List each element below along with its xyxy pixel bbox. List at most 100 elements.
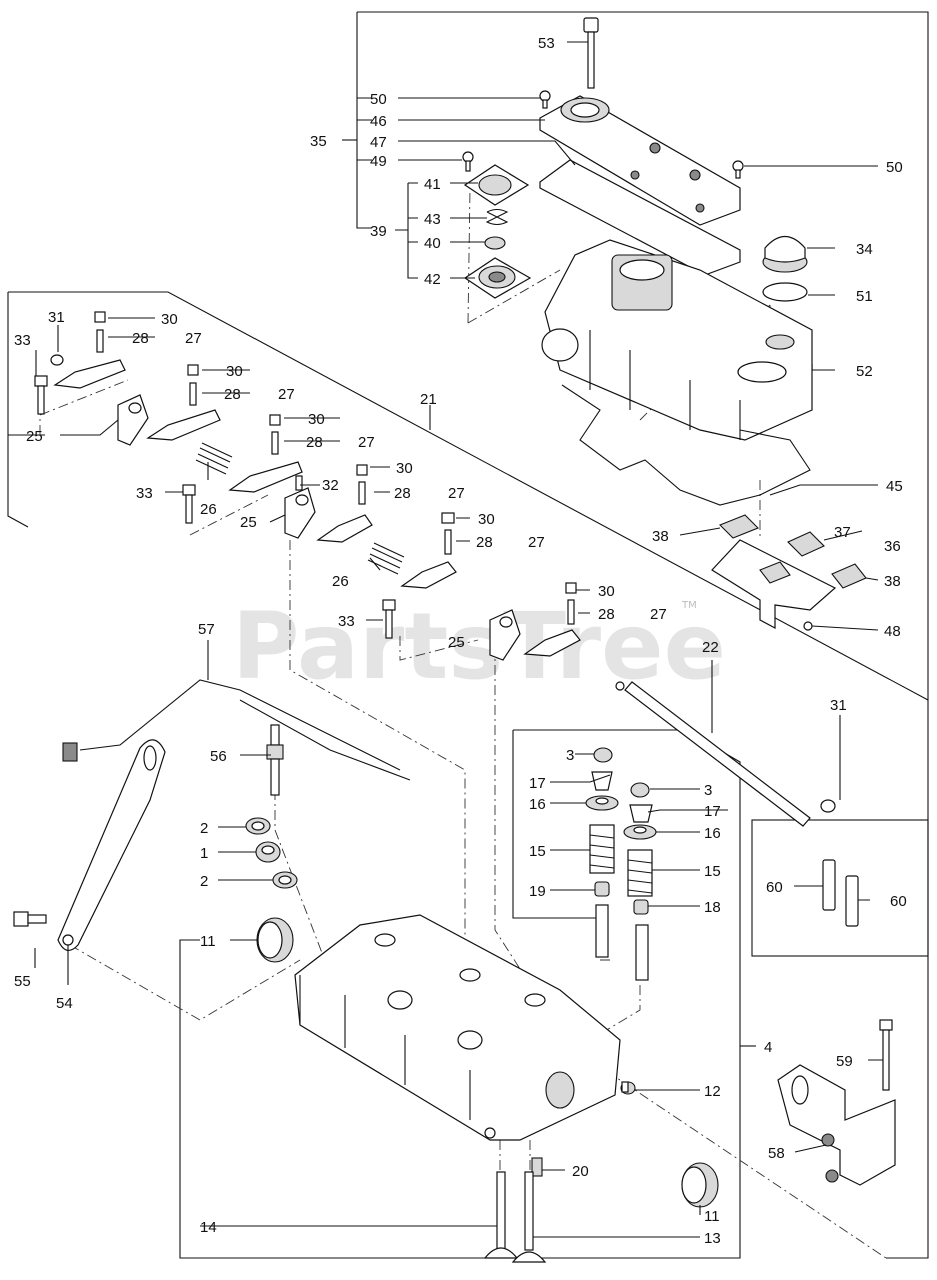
retainer-16b bbox=[623, 824, 657, 840]
callout-58: 58 bbox=[768, 1145, 785, 1162]
glow-plug-harness-57 bbox=[62, 679, 411, 781]
callout-55: 55 bbox=[14, 973, 31, 990]
callout-51: 51 bbox=[856, 288, 873, 305]
callout-20: 20 bbox=[572, 1163, 589, 1180]
callout-57: 57 bbox=[198, 621, 215, 638]
plug-11a bbox=[256, 917, 294, 963]
callout-11: 11 bbox=[200, 933, 216, 950]
bolt-33c bbox=[382, 599, 396, 639]
bolt-33a bbox=[34, 375, 48, 415]
spring-43 bbox=[485, 208, 509, 226]
cover-group-frame bbox=[357, 11, 929, 1259]
guide-60r bbox=[635, 924, 649, 981]
callout-22: 22 bbox=[702, 639, 719, 656]
cylinder-head bbox=[294, 914, 621, 1141]
callout-15: 15 bbox=[529, 843, 546, 860]
callout-49: 49 bbox=[370, 153, 387, 170]
callout-52: 52 bbox=[856, 363, 873, 380]
callout-50: 50 bbox=[370, 91, 387, 108]
callout-28: 28 bbox=[598, 606, 615, 623]
callout-34: 34 bbox=[856, 241, 873, 258]
oil-cap-34 bbox=[762, 235, 808, 273]
callout-3: 3 bbox=[566, 747, 574, 764]
screw-50a bbox=[539, 90, 551, 109]
rocker-arm-27b bbox=[146, 364, 221, 441]
bolt-33b bbox=[182, 484, 196, 524]
callout-38: 38 bbox=[652, 528, 669, 545]
callout-36: 36 bbox=[884, 538, 901, 555]
callout-35: 35 bbox=[310, 133, 327, 150]
callout-40: 40 bbox=[424, 235, 441, 252]
callout-28: 28 bbox=[476, 534, 493, 551]
seal-2a bbox=[245, 817, 271, 835]
valve-guide-inset bbox=[751, 819, 929, 957]
callout-19: 19 bbox=[529, 883, 546, 900]
callout-12: 12 bbox=[704, 1083, 721, 1100]
lifting-bracket-54 bbox=[57, 739, 166, 951]
callout-26: 26 bbox=[200, 501, 217, 518]
seal-51 bbox=[762, 282, 808, 302]
callout-43: 43 bbox=[424, 211, 441, 228]
callout-31: 31 bbox=[48, 309, 65, 326]
screw-48 bbox=[803, 621, 813, 631]
rocker-arm-27d bbox=[316, 464, 373, 543]
pad-37 bbox=[787, 531, 825, 557]
plug-32 bbox=[295, 475, 303, 491]
callout-33: 33 bbox=[338, 613, 355, 630]
glow-plug-56 bbox=[266, 724, 284, 796]
callout-42: 42 bbox=[424, 271, 441, 288]
plug-11b bbox=[681, 1162, 719, 1208]
callout-27: 27 bbox=[278, 386, 295, 403]
callout-39: 39 bbox=[370, 223, 387, 240]
callout-45: 45 bbox=[886, 478, 903, 495]
collet-17a bbox=[591, 771, 613, 791]
callout-27: 27 bbox=[358, 434, 375, 451]
callout-32: 32 bbox=[322, 477, 339, 494]
callout-50: 50 bbox=[886, 159, 903, 176]
callout-33: 33 bbox=[14, 332, 31, 349]
callout-17: 17 bbox=[704, 803, 721, 820]
rocker-support-25c bbox=[489, 609, 521, 661]
callout-28: 28 bbox=[306, 434, 323, 451]
spring-15b bbox=[627, 849, 653, 897]
callout-25: 25 bbox=[240, 514, 257, 531]
callout-60: 60 bbox=[766, 879, 783, 896]
callout-15: 15 bbox=[704, 863, 721, 880]
callout-27: 27 bbox=[650, 606, 667, 623]
callout-31: 31 bbox=[830, 697, 847, 714]
callout-27: 27 bbox=[528, 534, 545, 551]
watermark-text: PartsTree bbox=[232, 593, 726, 700]
callout-2: 2 bbox=[200, 873, 208, 890]
seal-1 bbox=[255, 841, 281, 863]
spring-26a bbox=[195, 442, 233, 475]
rocker-arm-27f bbox=[523, 582, 581, 657]
callout-3: 3 bbox=[704, 782, 712, 799]
pad-38b bbox=[831, 563, 867, 589]
callout-30: 30 bbox=[161, 311, 178, 328]
watermark-tm: TM bbox=[681, 600, 697, 611]
circlip-31a bbox=[50, 354, 64, 366]
callout-30: 30 bbox=[226, 363, 243, 380]
cover-plate-46 bbox=[539, 95, 741, 226]
callout-41: 41 bbox=[424, 176, 441, 193]
rocker-support-25b bbox=[284, 487, 316, 539]
rocker-support-25a bbox=[117, 394, 149, 446]
plug-12 bbox=[620, 1081, 636, 1095]
callout-18: 18 bbox=[704, 899, 721, 916]
callout-30: 30 bbox=[598, 583, 615, 600]
callout-38: 38 bbox=[884, 573, 901, 590]
rocker-arm-27a bbox=[53, 311, 126, 389]
callout-56: 56 bbox=[210, 748, 227, 765]
rocker-shaft-22 bbox=[615, 681, 811, 827]
callout-28: 28 bbox=[224, 386, 241, 403]
cap-3a bbox=[593, 747, 613, 763]
pad-38a bbox=[719, 514, 759, 539]
callout-16: 16 bbox=[704, 825, 721, 842]
callout-25: 25 bbox=[26, 428, 43, 445]
spring-26b bbox=[367, 542, 405, 575]
bracket-36 bbox=[711, 539, 837, 629]
valve-guide-60a bbox=[822, 859, 836, 911]
cap-3b bbox=[630, 782, 650, 798]
